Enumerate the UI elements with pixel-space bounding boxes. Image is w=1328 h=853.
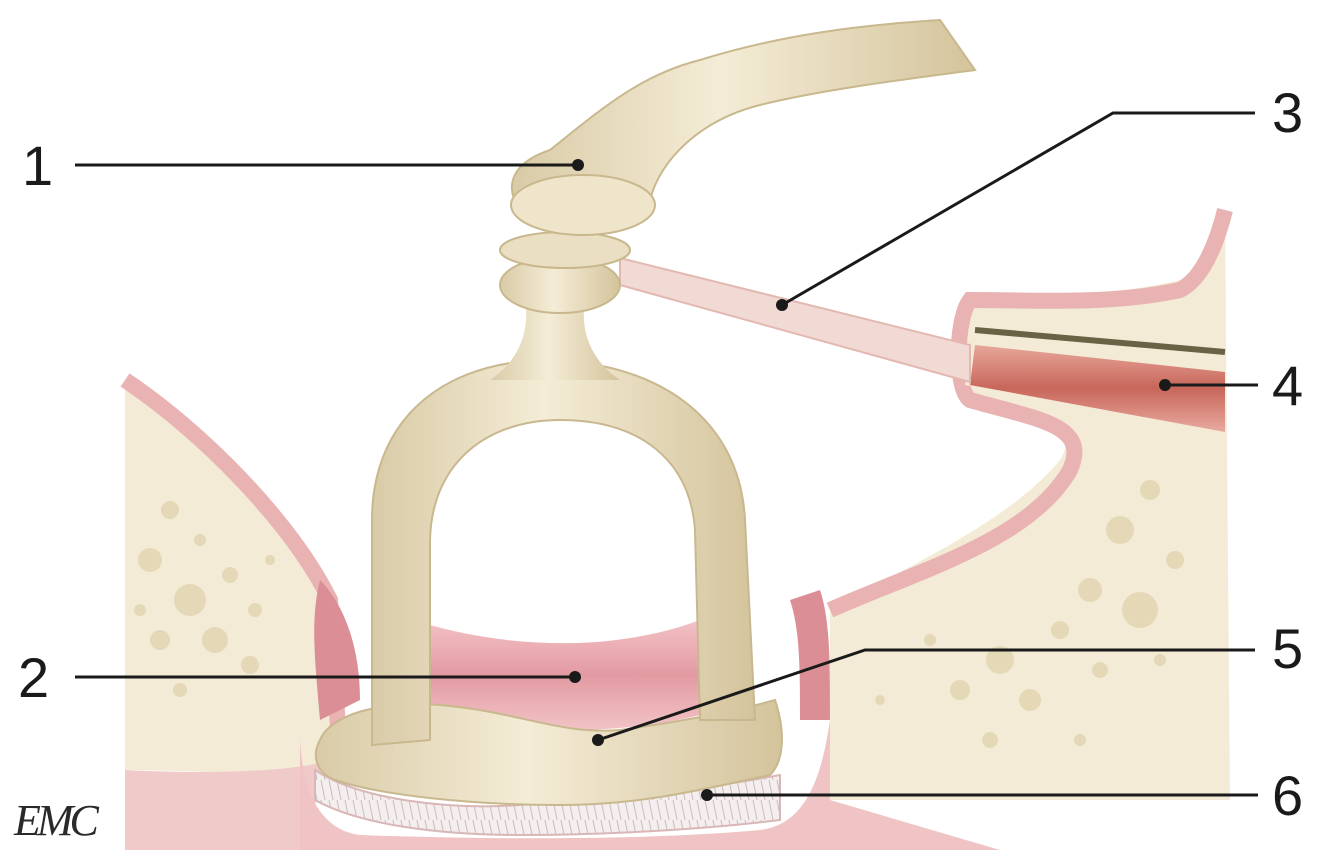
label-4: 4	[1272, 354, 1303, 417]
label-2: 2	[18, 646, 49, 709]
label-3: 3	[1272, 81, 1303, 144]
label-5: 5	[1272, 617, 1303, 680]
label-6: 6	[1272, 764, 1303, 827]
stapedius-tendon	[620, 258, 970, 382]
incus-long-process	[511, 20, 975, 235]
emc-logo: EMC	[13, 796, 100, 845]
oval-window-niche	[125, 760, 330, 850]
leader-1	[75, 159, 584, 171]
right-bone	[830, 210, 1230, 800]
left-bone	[125, 380, 340, 773]
label-1: 1	[22, 134, 53, 197]
